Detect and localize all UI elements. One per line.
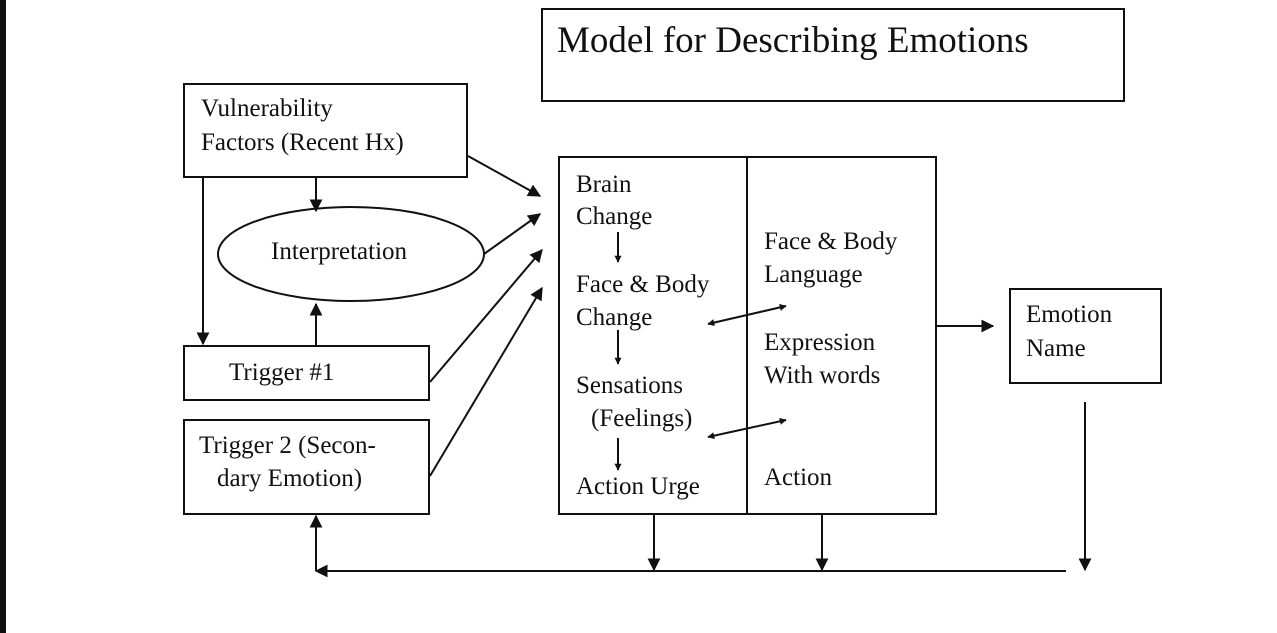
emotion-name-label-line1: Emotion [1026, 301, 1113, 328]
emotion-name-box [1009, 288, 1162, 384]
interpretation-label: Interpretation [271, 238, 408, 265]
trigger-2-label-line2: dary Emotion) [217, 465, 363, 492]
brain-change-label-line1: Brain [576, 171, 632, 198]
arrow-trigger2-to-experience [429, 286, 543, 477]
experience-divider [746, 156, 748, 515]
action-urge-label: Action Urge [576, 473, 700, 500]
arrow-interpretation-to-experience [483, 213, 542, 255]
arrow-trigger1-to-experience [429, 249, 543, 383]
face-body-language-label-line1: Face & Body [764, 228, 898, 255]
vulnerability-factors-box [183, 83, 468, 178]
face-body-change-label-line2: Change [576, 304, 653, 331]
trigger-2-box [183, 419, 430, 515]
expression-words-label-line2: With words [764, 362, 881, 389]
face-body-change-label-line1: Face & Body [576, 271, 710, 298]
arrow-sensations-words [707, 417, 787, 440]
arrow-vulnerability-to-experience [467, 155, 542, 197]
arrow-face-change-language [707, 304, 787, 326]
diagram-title: Model for Describing Emotions [557, 20, 1029, 61]
trigger-1-box [183, 345, 430, 401]
vulnerability-label-line2: Factors (Recent Hx) [201, 129, 404, 156]
trigger-2-label-line1: Trigger 2 (Secon- [199, 432, 376, 459]
sensations-label-line2: (Feelings) [591, 405, 693, 432]
emotion-name-label-line2: Name [1026, 335, 1086, 362]
sensations-label-line1: Sensations [576, 372, 683, 399]
title-box [541, 8, 1125, 102]
left-edge-bar [0, 0, 6, 633]
brain-change-label-line2: Change [576, 203, 653, 230]
trigger-1-label: Trigger #1 [229, 359, 335, 386]
face-body-language-label-line2: Language [764, 261, 863, 288]
vulnerability-label-line1: Vulnerability [201, 95, 333, 122]
action-label: Action [764, 464, 833, 491]
expression-words-label-line1: Expression [764, 329, 876, 356]
